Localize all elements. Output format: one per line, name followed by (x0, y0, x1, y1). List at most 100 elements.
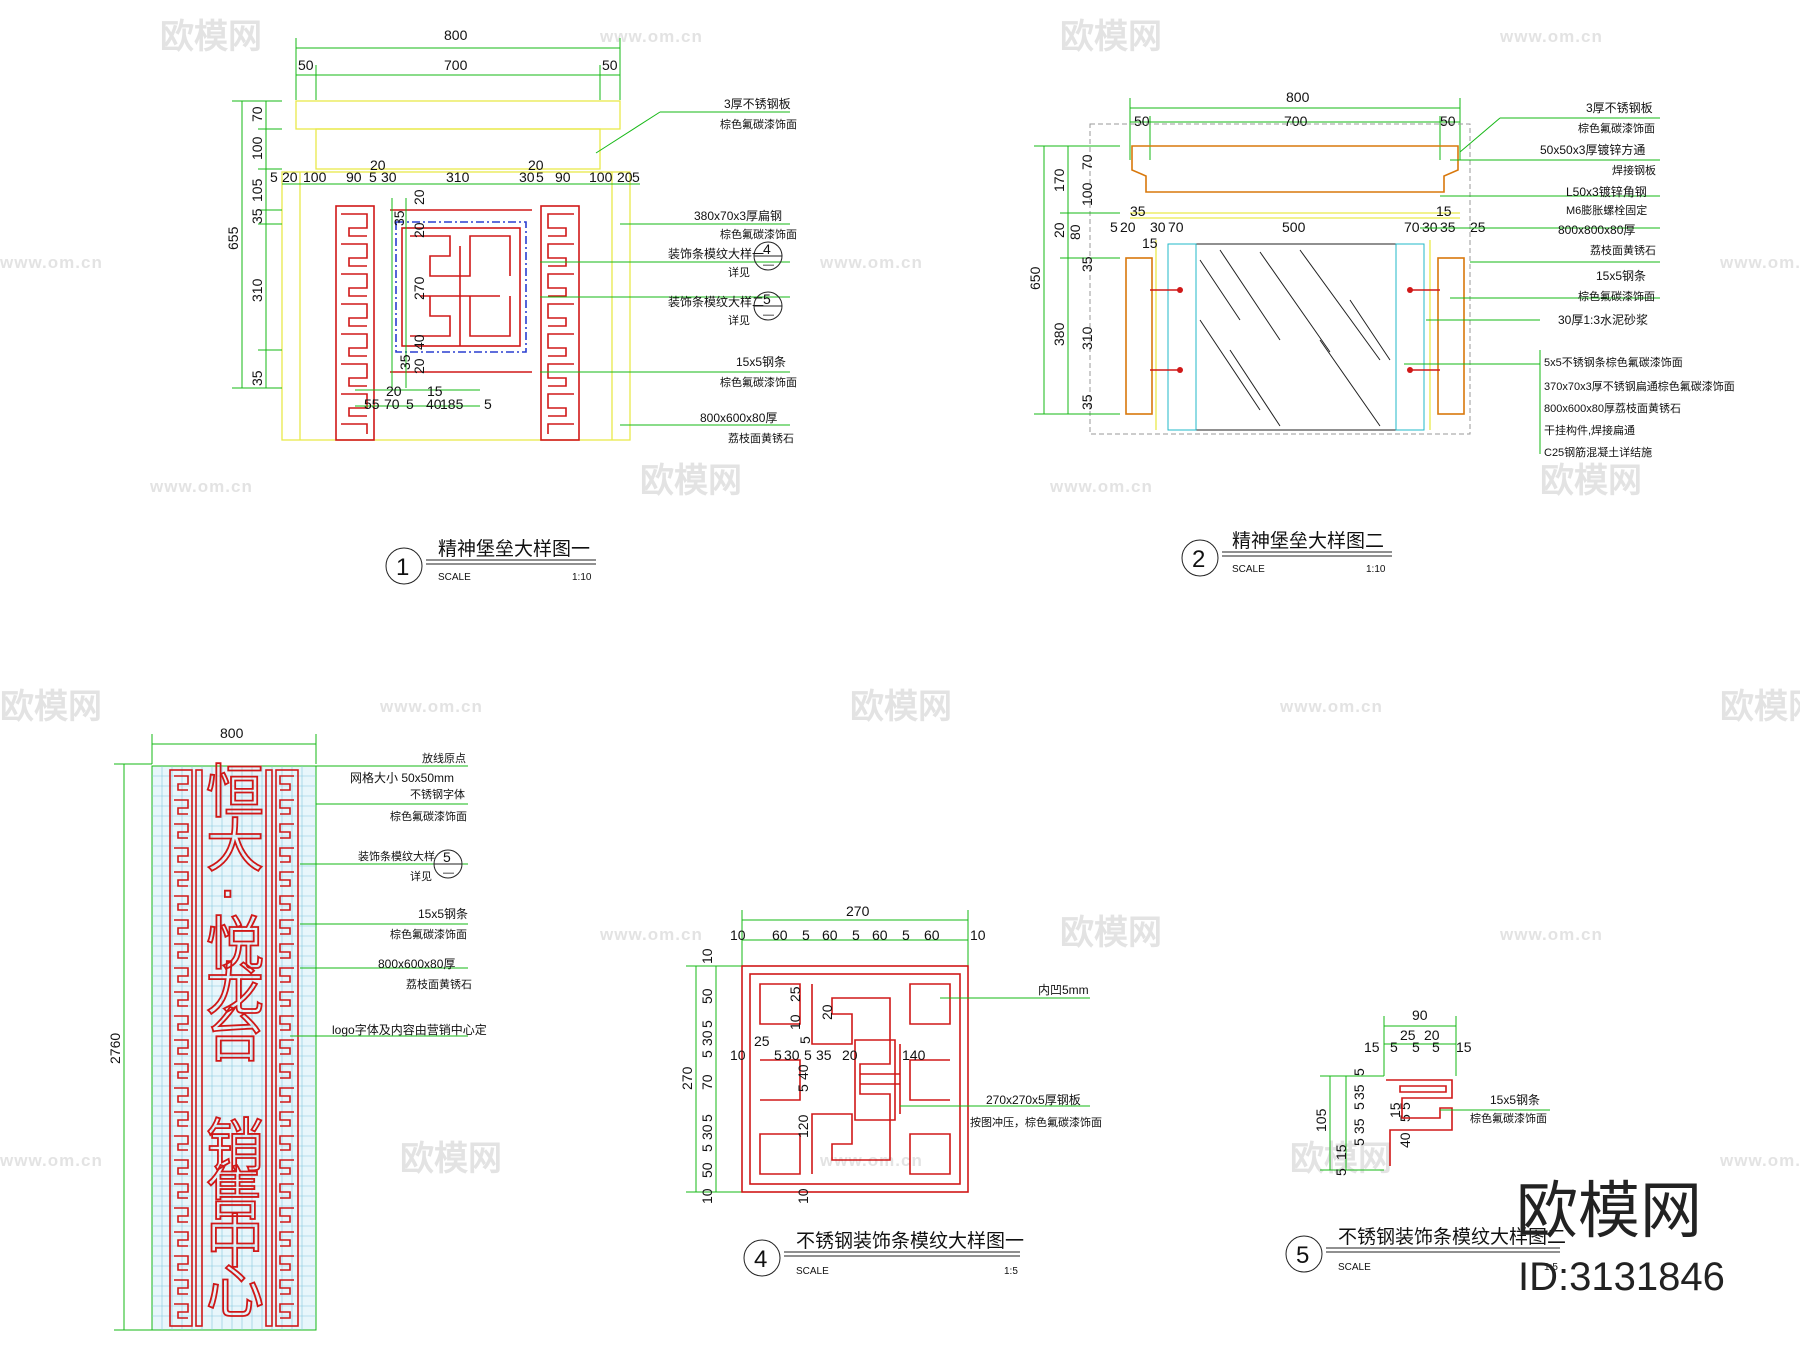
material-note: logo字体及内容由营销中心定 (332, 1022, 487, 1037)
watermark-url: www.om.cn (1279, 697, 1383, 716)
dim-label: 90 (346, 169, 362, 185)
material-note: 详见 (728, 265, 750, 279)
material-note: 270x270x5厚钢板 (986, 1093, 1081, 1107)
dim-label: 60 (822, 927, 838, 943)
view-title: 不锈钢装饰条模纹大样图一 (796, 1230, 1024, 1252)
scale-value: 1:5 (1544, 1262, 1558, 1273)
dim-label: 35 (249, 370, 265, 386)
material-note: C25钢筋混凝土详结施 (1544, 445, 1652, 459)
dim-label: 5 (1351, 1068, 1367, 1076)
logo-character: 大 (206, 814, 264, 879)
material-note: 15x5钢条 (736, 355, 786, 369)
material-note: 800x600x80厚荔枝面黄锈石 (1544, 401, 1681, 415)
material-note: 15x5钢条 (1596, 269, 1646, 283)
dim-label: 25 (1400, 1027, 1416, 1043)
view-number: 2 (1192, 546, 1205, 573)
logo-character: 中 (206, 1210, 264, 1275)
dim-label: 30 (699, 1030, 715, 1046)
watermark-brand: 欧模网 (850, 688, 952, 726)
dim-label: 30 (1422, 219, 1438, 235)
dim-label: 100 (589, 169, 613, 185)
dim-label: 5 (369, 169, 377, 185)
material-note: 50x50x3厚镀锌方通 (1540, 142, 1645, 157)
dim-label: 70 (249, 106, 265, 122)
dim-label: 70 (1079, 154, 1095, 170)
dim-label: 90 (1412, 1007, 1428, 1023)
material-note: 内凹5mm (1038, 983, 1089, 997)
dim-label: 40 (1397, 1132, 1413, 1148)
dim-label: 270 (679, 1066, 695, 1090)
scale-value: 1:10 (572, 572, 592, 583)
view-5-pattern-detail: 90 25 20 15 5 5 5 15 105 5 35 5 35 5 15 … (1285, 1007, 1566, 1273)
dim-label: 650 (1027, 266, 1043, 290)
dim-label: 50 (1440, 113, 1456, 129)
dim-label: 20 (1051, 222, 1067, 238)
dim-label: 30 (699, 1124, 715, 1140)
view-4-pattern-detail: 270 10 60 5 60 5 60 5 60 10 270 10 50 5 … (679, 903, 1102, 1277)
dim-label: 2760 (107, 1033, 123, 1064)
dim-label: 15 (1364, 1039, 1380, 1055)
dim-label: 20 (528, 157, 544, 173)
dim-label: 5 (1432, 1039, 1440, 1055)
watermark-url: www.om.cn (819, 253, 923, 272)
logo-character: · (218, 858, 237, 923)
material-note: 800x600x80厚 (378, 957, 455, 971)
detail-ref-sheet: — (763, 259, 774, 271)
dim-label: 30 (784, 1047, 800, 1063)
dim-label: 5 (1390, 1039, 1398, 1055)
dim-label: 5 (406, 396, 414, 412)
dim-label: 140 (902, 1047, 926, 1063)
dim-label: 5 (699, 1020, 715, 1028)
detail-ref-sheet: — (763, 309, 774, 321)
dim-label: 20 (411, 189, 427, 205)
dim-label: 5 (797, 1036, 813, 1044)
logo-character: 恒 (206, 760, 264, 825)
dim-label: 800 (444, 27, 468, 43)
watermark-brand: 欧模网 (1060, 18, 1162, 56)
material-note: 棕色氟碳漆饰面 (1578, 289, 1655, 303)
meander-pattern-right (279, 775, 294, 1319)
watermark-url: www.om.cn (1719, 253, 1800, 272)
dim-label: 20 (1120, 219, 1136, 235)
watermark-url: www.om.cn (1499, 925, 1603, 944)
material-note: 装饰条模纹大样二 (668, 294, 764, 309)
dim-label: 15 (427, 383, 443, 399)
material-note: 棕色氟碳漆饰面 (720, 227, 797, 241)
material-note: 网格大小 50x50mm (350, 770, 454, 785)
dim-label: 35 (1130, 203, 1146, 219)
dim-label: 50 (602, 57, 618, 73)
dim-label: 35 (249, 208, 265, 224)
view-number: 4 (754, 1246, 767, 1273)
dim-label: 5 (1351, 1138, 1367, 1146)
dim-label: 5 (852, 927, 860, 943)
dim-label: 270 (846, 903, 870, 919)
material-note: 荔枝面黄锈石 (406, 977, 472, 991)
dim-label: 800 (1286, 89, 1310, 105)
watermark-url: www.om.cn (0, 1151, 103, 1170)
dim-label: 5 (536, 169, 544, 185)
dim-label: 185 (440, 396, 464, 412)
scale-label: SCALE (438, 572, 471, 583)
dim-label: 20 (1424, 1027, 1440, 1043)
dim-label: 80 (1067, 224, 1083, 240)
dim-label: 170 (1051, 168, 1067, 192)
dim-label: 15 (1387, 1102, 1403, 1118)
dim-label: 380 (1051, 322, 1067, 346)
dim-label: 70 (1168, 219, 1184, 235)
dim-label: 20 (411, 358, 427, 374)
dim-label: 100 (1079, 182, 1095, 206)
dim-label: 10 (730, 927, 746, 943)
dim-label: 20 (411, 222, 427, 238)
dim-label: 55 (364, 396, 380, 412)
dim-label: 310 (446, 169, 470, 185)
dim-label: 60 (924, 927, 940, 943)
dim-label: 5 (804, 1047, 812, 1063)
material-note: 棕色氟碳漆饰面 (1578, 121, 1655, 135)
dim-label: 10 (699, 948, 715, 964)
scale-value: 1:10 (1366, 564, 1386, 575)
material-note: L50x3镀锌角钢 (1566, 185, 1647, 199)
material-note: 30厚1:3水泥砂浆 (1558, 312, 1648, 327)
dim-label: 310 (1079, 326, 1095, 350)
material-note: 3厚不锈钢板 (724, 97, 791, 111)
dim-label: 5 (1333, 1168, 1349, 1176)
